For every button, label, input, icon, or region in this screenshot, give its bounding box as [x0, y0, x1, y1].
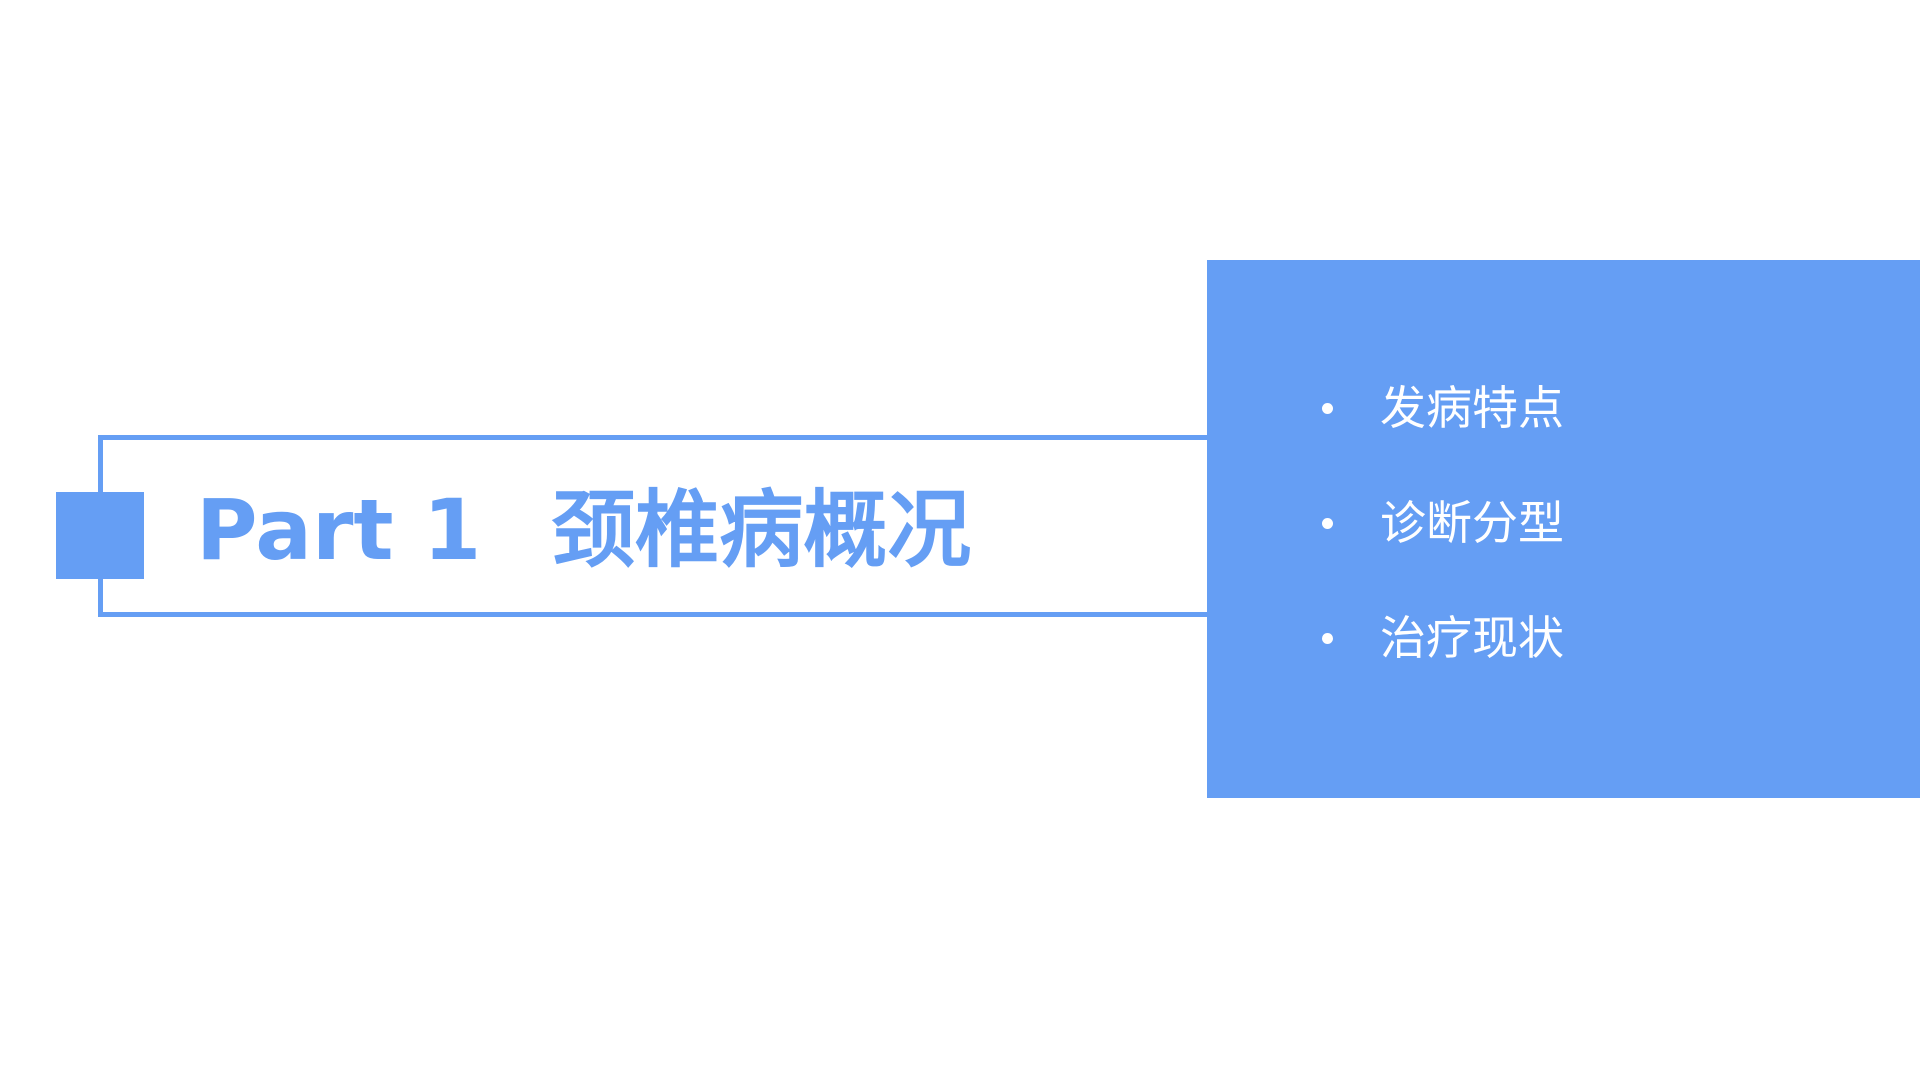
list-item-label: 发病特点 [1380, 381, 1564, 435]
bullet-icon [1322, 403, 1333, 414]
topics-panel: 发病特点 诊断分型 治疗现状 [1207, 260, 1920, 798]
list-item-label: 诊断分型 [1380, 496, 1564, 550]
list-item: 发病特点 [1322, 378, 1564, 438]
section-heading: 颈椎病概况 [551, 481, 972, 579]
accent-square [56, 492, 144, 579]
part-label: Part 1 [196, 481, 482, 579]
bullet-icon [1322, 518, 1333, 529]
list-item-label: 治疗现状 [1380, 611, 1564, 665]
section-title: Part 1 颈椎病概况 [196, 470, 971, 590]
list-item: 治疗现状 [1322, 608, 1564, 668]
list-item: 诊断分型 [1322, 493, 1564, 553]
bullet-icon [1322, 633, 1333, 644]
